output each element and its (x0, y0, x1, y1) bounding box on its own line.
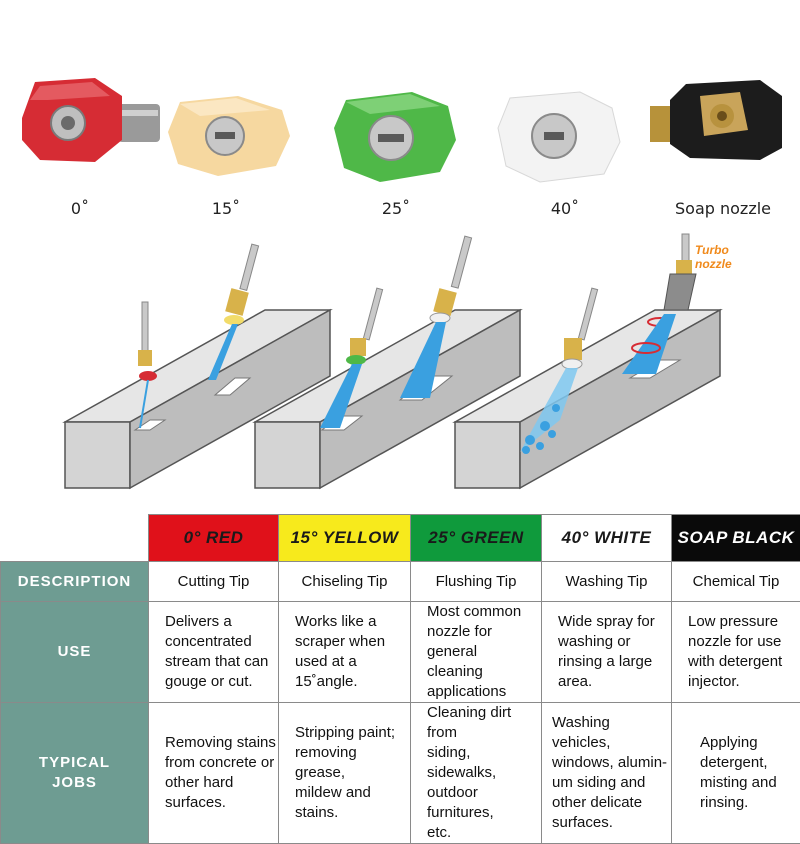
jobs-cell: Washing vehicles, windows, alumin- um si… (542, 703, 672, 844)
description-cell: Cutting Tip (149, 562, 279, 602)
header-white: 40° WHITE (542, 515, 672, 562)
use-line: with detergent (688, 652, 800, 672)
row-label-description: DESCRIPTION (1, 562, 149, 602)
jobs-line: misting and (700, 773, 800, 793)
jobs-line: other delicate (552, 793, 671, 813)
use-line: cleaning (427, 662, 541, 682)
use-row: USE Delivers a concentrated stream that … (1, 602, 800, 703)
jobs-label-line2: JOBS (1, 773, 148, 793)
use-line: applications (427, 682, 541, 702)
use-line: Wide spray for (558, 612, 671, 632)
jobs-line: windows, alumin- (552, 753, 671, 773)
use-line: washing or (558, 632, 671, 652)
use-cell: Delivers a concentrated stream that can … (149, 602, 279, 703)
use-line: Delivers a (165, 612, 278, 632)
use-line: nozzle for use (688, 632, 800, 652)
row-label-use: USE (1, 602, 149, 703)
use-line: Low pressure (688, 612, 800, 632)
use-cell: Wide spray for washing or rinsing a larg… (542, 602, 672, 703)
use-line: Works like a (295, 612, 410, 632)
jobs-row: TYPICAL JOBS Removing stains from concre… (1, 703, 800, 844)
header-black: SOAP BLACK (672, 515, 800, 562)
description-cell: Washing Tip (542, 562, 672, 602)
header-yellow: 15° YELLOW (279, 515, 411, 562)
turbo-nozzle-label: Turbo nozzle (695, 243, 732, 271)
turbo-label-line2: nozzle (695, 257, 732, 271)
description-row: DESCRIPTION Cutting Tip Chiseling Tip Fl… (1, 562, 800, 602)
jobs-cell: Stripping paint; removing grease, mildew… (279, 703, 411, 844)
use-line: nozzle for general (427, 622, 541, 662)
use-line: 15˚angle. (295, 672, 410, 692)
spray-illustration (0, 230, 800, 500)
yellow-nozzle-icon (168, 96, 290, 176)
turbo-label-line1: Turbo (695, 243, 732, 257)
jobs-line: detergent, (700, 753, 800, 773)
green-nozzle-icon (334, 92, 456, 182)
nozzle-photos (0, 0, 800, 230)
jobs-line: removing grease, (295, 743, 410, 783)
header-red: 0° RED (149, 515, 279, 562)
use-cell: Most common nozzle for general cleaning … (411, 602, 542, 703)
jobs-line: Cleaning dirt from (427, 703, 541, 743)
jobs-line: Applying (700, 733, 800, 753)
jobs-label-line1: TYPICAL (1, 753, 148, 773)
description-cell: Flushing Tip (411, 562, 542, 602)
use-line: stream that can (165, 652, 278, 672)
use-line: rinsing a large (558, 652, 671, 672)
jobs-line: siding, sidewalks, (427, 743, 541, 783)
jobs-line: rinsing. (700, 793, 800, 813)
jobs-line: surfaces. (552, 813, 671, 833)
black-soap-nozzle-icon (650, 80, 782, 160)
row-label-jobs: TYPICAL JOBS (1, 703, 149, 844)
jobs-line: outdoor furnitures, (427, 783, 541, 823)
use-cell: Works like a scraper when used at a 15˚a… (279, 602, 411, 703)
nozzle-table: 0° RED 15° YELLOW 25° GREEN 40° WHITE SO… (0, 514, 800, 844)
use-line: used at a (295, 652, 410, 672)
jobs-line: stains. (295, 803, 410, 823)
use-line: injector. (688, 672, 800, 692)
nozzle-label-0: 0˚ (71, 199, 89, 218)
white-nozzle-icon (498, 92, 620, 182)
jobs-line: surfaces. (165, 793, 278, 813)
use-line: Most common (427, 602, 541, 622)
use-line: gouge or cut. (165, 672, 278, 692)
jobs-line: Removing stains (165, 733, 278, 753)
jobs-line: Washing vehicles, (552, 713, 671, 753)
jobs-line: mildew and (295, 783, 410, 803)
header-blank (1, 515, 149, 562)
jobs-line: etc. (427, 823, 541, 843)
description-cell: Chemical Tip (672, 562, 800, 602)
header-row: 0° RED 15° YELLOW 25° GREEN 40° WHITE SO… (1, 515, 800, 562)
jobs-line: other hard (165, 773, 278, 793)
nozzle-label-25: 25˚ (382, 199, 410, 218)
use-line: area. (558, 672, 671, 692)
description-cell: Chiseling Tip (279, 562, 411, 602)
red-nozzle-icon (22, 78, 160, 162)
use-line: scraper when (295, 632, 410, 652)
jobs-cell: Removing stains from concrete or other h… (149, 703, 279, 844)
jobs-line: from concrete or (165, 753, 278, 773)
jobs-line: um siding and (552, 773, 671, 793)
jobs-line: Stripping paint; (295, 723, 410, 743)
nozzle-label-soap: Soap nozzle (675, 199, 771, 218)
nozzle-label-40: 40˚ (551, 199, 579, 218)
jobs-cell: Applying detergent, misting and rinsing. (672, 703, 800, 844)
use-cell: Low pressure nozzle for use with deterge… (672, 602, 800, 703)
use-line: concentrated (165, 632, 278, 652)
header-green: 25° GREEN (411, 515, 542, 562)
jobs-cell: Cleaning dirt from siding, sidewalks, ou… (411, 703, 542, 844)
nozzle-label-15: 15˚ (212, 199, 240, 218)
